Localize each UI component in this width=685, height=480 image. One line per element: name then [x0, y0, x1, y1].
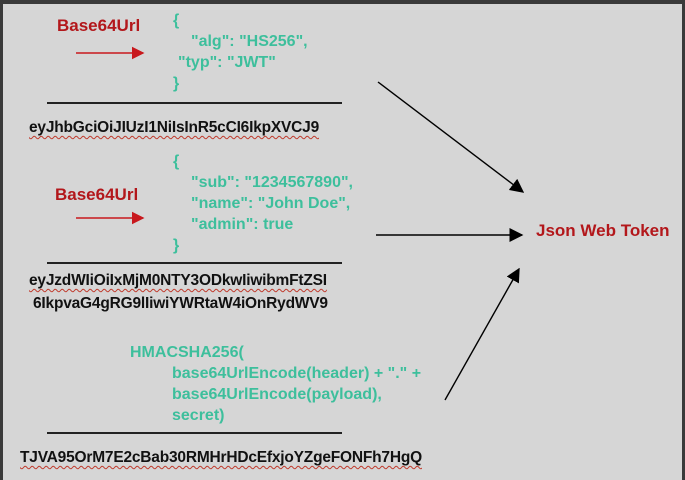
diagram-canvas: Base64Url { "alg": "HS256", "typ": "JWT"…: [3, 4, 682, 480]
header-base64url-label: Base64Url: [57, 16, 141, 35]
payload-json-name: "name": "John Doe",: [191, 195, 351, 212]
signature-formula-line-2: base64UrlEncode(header) + "." +: [172, 365, 422, 382]
payload-divider: [47, 262, 342, 264]
header-json-open-brace: {: [173, 12, 180, 29]
payload-base64url-label: Base64Url: [55, 185, 139, 204]
header-to-jwt-arrow: [377, 81, 525, 193]
signature-formula: HMACSHA256( base64UrlEncode(header) + ".…: [130, 342, 421, 426]
header-json: { "alg": "HS256", "typ": "JWT" }: [173, 10, 308, 94]
header-encoded: eyJhbGciOiJIUzI1NiIsInR5cCI6IkpXVCJ9: [29, 119, 320, 136]
payload-json-close-brace: }: [173, 237, 180, 254]
payload-encoded-line-1: eyJzdWIiOiIxMjM0NTY3ODkwIiwibmFtZSI: [29, 272, 327, 289]
payload-json-open-brace: {: [173, 153, 180, 170]
jwt-result-label: Json Web Token: [536, 221, 670, 240]
signature-formula-line-1: HMACSHA256(: [130, 344, 244, 361]
header-divider: [47, 102, 342, 104]
signature-formula-line-3: base64UrlEncode(payload),: [172, 386, 382, 403]
header-json-typ: "typ": "JWT": [178, 54, 276, 71]
payload-json-sub: "sub": "1234567890",: [191, 174, 353, 191]
signature-formula-line-4: secret): [172, 407, 225, 424]
signature-encoded: TJVA95OrM7E2cBab30RMHrHDcEfxjoYZgeFONFh7…: [20, 449, 422, 466]
payload-encoded-line-2: 6IkpvaG4gRG9lIiwiYWRtaW4iOnRydWV9: [33, 295, 328, 312]
payload-json: { "sub": "1234567890", "name": "John Doe…: [173, 151, 353, 256]
header-json-close-brace: }: [173, 75, 180, 92]
header-json-alg: "alg": "HS256",: [191, 33, 308, 50]
signature-divider: [47, 432, 342, 434]
payload-json-admin: "admin": true: [191, 216, 294, 233]
signature-to-jwt-arrow: [444, 267, 520, 401]
arrows-layer: [76, 46, 525, 401]
